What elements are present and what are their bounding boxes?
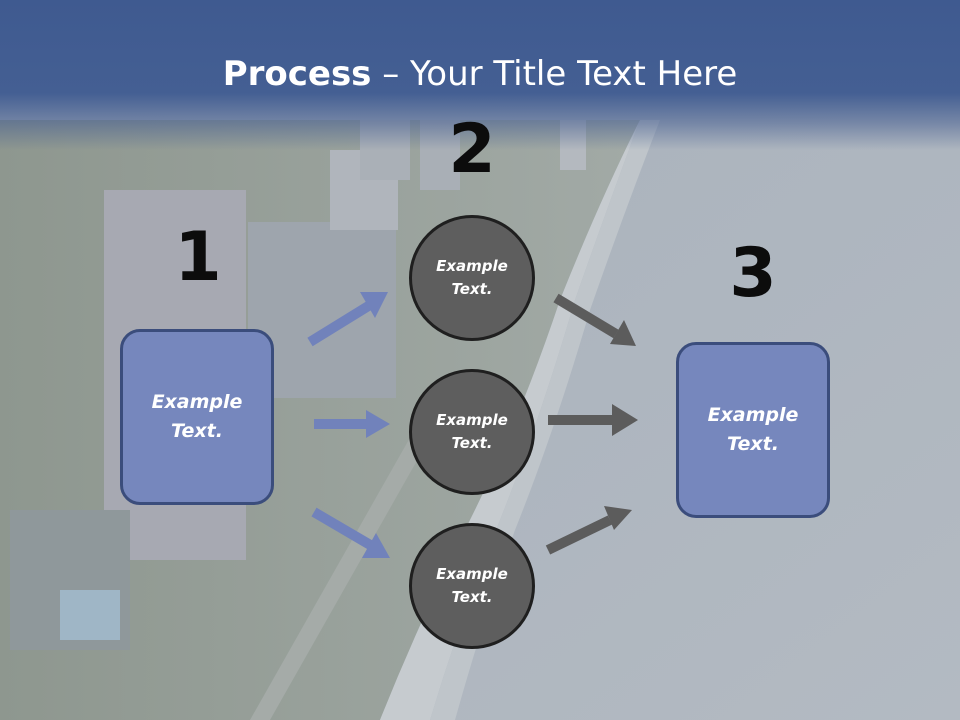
step-3-box: Example Text.: [676, 342, 830, 518]
circle-1-line2: Text.: [451, 280, 493, 298]
circle-1-line1: Example: [436, 257, 508, 275]
step-3-box-line1: Example: [707, 404, 799, 426]
step-1-box-line1: Example: [151, 391, 243, 413]
circle-3: Example Text.: [409, 523, 535, 649]
arrow-from-circle-1: [553, 293, 636, 346]
circle-3-line2: Text.: [451, 588, 493, 606]
circle-2: Example Text.: [409, 369, 535, 495]
step-number-1: 1: [174, 218, 222, 297]
step-3-box-line2: Text.: [727, 433, 779, 455]
circle-3-line1: Example: [436, 565, 508, 583]
circle-2-line1: Example: [436, 411, 508, 429]
arrow-to-circle-3: [311, 507, 390, 558]
arrow-from-circle-3: [545, 506, 632, 555]
title-rest: – Your Title Text Here: [371, 54, 738, 94]
slide-title: Process – Your Title Text Here: [0, 52, 960, 96]
arrow-to-circle-2: [314, 410, 390, 438]
circle-1: Example Text.: [409, 215, 535, 341]
step-1-box-line2: Text.: [171, 420, 223, 442]
arrow-to-circle-1: [307, 292, 388, 347]
title-bold: Process: [222, 54, 372, 94]
step-number-3: 3: [729, 234, 777, 313]
step-1-box: Example Text.: [120, 329, 274, 505]
title-band: [0, 0, 960, 150]
circle-2-line2: Text.: [451, 434, 493, 452]
arrow-from-circle-2: [548, 404, 638, 436]
step-number-2: 2: [448, 110, 496, 189]
